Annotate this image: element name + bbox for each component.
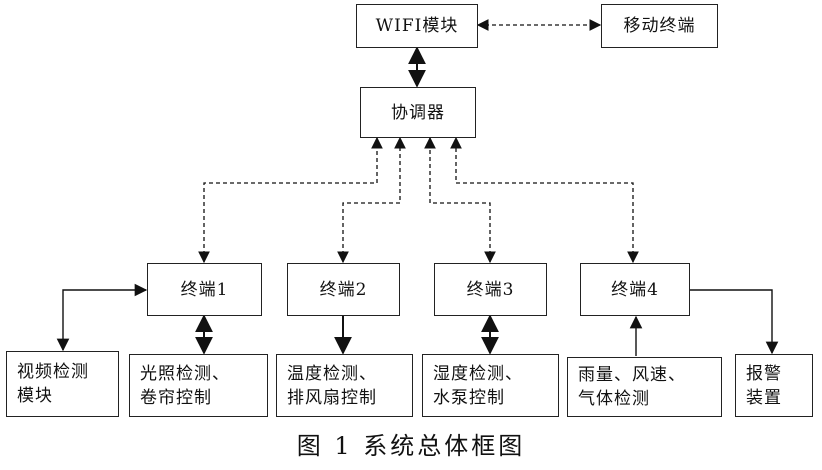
terminal-4-node: 终端4: [580, 263, 690, 316]
coordinator-node: 协调器: [360, 87, 476, 138]
edge-terminal1-video: [56, 283, 148, 352]
alarm-device-node: 报警 装置: [735, 354, 813, 417]
mobile-terminal-node: 移动终端: [601, 4, 718, 48]
wifi-module-node: WIFI模块: [356, 4, 478, 48]
humidity-detection-node: 湿度检测、 水泵控制: [422, 354, 559, 417]
edge-terminal2-coordinator: [337, 136, 406, 264]
terminal-3-node: 终端3: [434, 263, 547, 316]
terminal-1-node: 终端1: [147, 263, 262, 316]
weather-detection-node: 雨量、风速、 气体检测: [567, 357, 722, 417]
edge-terminal1-coordinator: [198, 136, 383, 264]
figure-caption: 图 1 系统总体框图: [296, 432, 526, 460]
video-detection-node: 视频检测 模块: [6, 351, 119, 417]
light-detection-node: 光照检测、 卷帘控制: [129, 354, 268, 417]
terminal-2-node: 终端2: [287, 263, 400, 316]
edge-terminal4-coordinator: [450, 136, 639, 264]
edge-terminal3-coordinator: [424, 136, 496, 264]
edge-terminal4-alarm: [690, 289, 779, 355]
temperature-detection-node: 温度检测、 排风扇控制: [276, 354, 413, 417]
